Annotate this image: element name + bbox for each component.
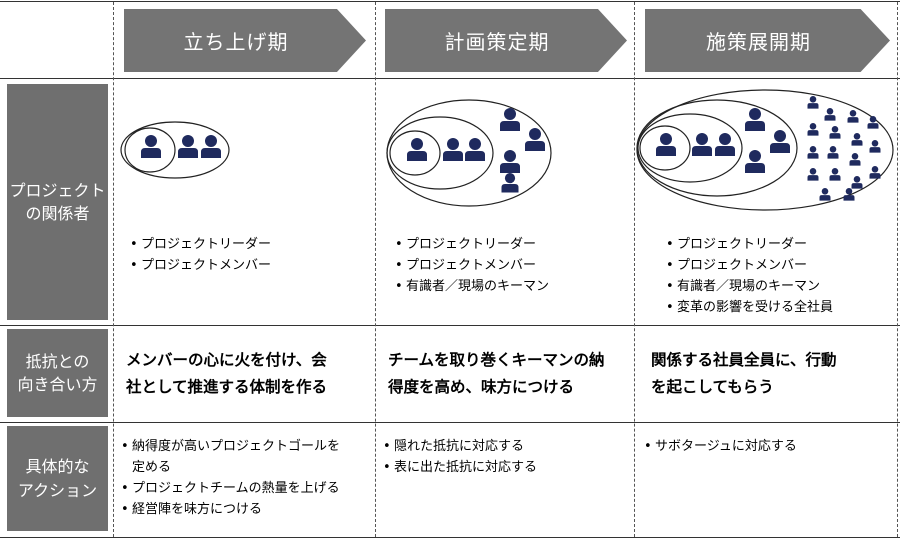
person-icon [745, 108, 765, 131]
list-item: プロジェクトメンバー [666, 255, 833, 276]
person-icon [869, 166, 881, 179]
list-item: 表に出た抵抗に対応する [383, 457, 537, 478]
row-divider-1 [0, 325, 900, 326]
person-icon [827, 146, 839, 159]
person-icon [178, 135, 198, 158]
row-label-resistance: 抵抗との 向き合い方 [7, 329, 108, 417]
column-divider-3 [897, 2, 898, 537]
person-icon [847, 110, 859, 123]
person-icon [869, 140, 881, 153]
person-icon [851, 133, 863, 146]
person-icon [715, 133, 735, 156]
person-icon [770, 130, 790, 153]
list-item: プロジェクトリーダー [666, 234, 833, 255]
person-icon [201, 135, 221, 158]
stakeholder-illustration-planning [386, 99, 552, 207]
phase-startup-label: 立ち上げ期 [183, 30, 289, 54]
phase-planning-label: 計画策定期 [444, 30, 550, 54]
person-icon [807, 146, 819, 159]
person-icon [829, 168, 841, 181]
person-icon [500, 150, 520, 173]
stakeholder-illustration-rollout [636, 89, 894, 211]
group-ellipse [636, 99, 798, 197]
person-icon [819, 188, 831, 201]
list-item: プロジェクトチームの熱量を上げる [121, 478, 373, 499]
list-item: プロジェクトメンバー [395, 255, 549, 276]
action-list-startup: 納得度が高いプロジェクトゴールを 定める プロジェクトチームの熱量を上げる 経営… [121, 436, 373, 520]
person-icon [141, 135, 161, 158]
resistance-text-rollout: 関係する社員全員に、行動 を起こしてもらう [651, 351, 837, 396]
group-ellipse [637, 113, 743, 183]
list-item: 隠れた抵抗に対応する [383, 436, 537, 457]
group-ellipse [120, 121, 230, 179]
group-ellipse [639, 125, 691, 171]
list-item: サボタージュに対応する [644, 436, 797, 457]
column-divider-0 [113, 2, 114, 537]
person-icon [807, 168, 819, 181]
column-divider-2 [634, 2, 635, 537]
stakeholder-list-rollout: プロジェクトリーダー プロジェクトメンバー 有識者／現場のキーマン 変革の影響を… [666, 234, 833, 318]
person-icon [824, 108, 836, 121]
person-icon [851, 176, 863, 189]
action-list-rollout: サボタージュに対応する [644, 436, 797, 457]
row-label-actions: 具体的な アクション [7, 426, 108, 531]
person-icon [843, 188, 855, 201]
bottom-border [0, 537, 900, 538]
group-ellipse [124, 127, 176, 173]
top-border [0, 1, 900, 2]
person-icon [807, 96, 819, 109]
list-item: プロジェクトリーダー [395, 234, 549, 255]
resistance-text-startup: メンバーの心に火を付け、会 社として推進する体制を作る [126, 351, 328, 396]
person-icon [656, 133, 676, 156]
person-icon [407, 138, 427, 161]
list-item: プロジェクトメンバー [130, 255, 271, 276]
column-divider-1 [375, 2, 376, 537]
person-icon [829, 126, 841, 139]
stakeholder-illustration-startup [120, 121, 230, 179]
row-divider-2 [0, 422, 900, 423]
group-ellipse [386, 116, 494, 190]
list-item: 経営陣を味方につける [121, 499, 373, 520]
stakeholder-list-startup: プロジェクトリーダー プロジェクトメンバー [130, 234, 271, 276]
person-icon [745, 150, 765, 173]
group-ellipse [389, 130, 441, 176]
person-icon [500, 108, 520, 131]
person-icon [465, 138, 485, 161]
person-icon [849, 153, 861, 166]
header-divider [0, 78, 900, 79]
person-icon [692, 133, 712, 156]
phase-planning: 計画策定期 [385, 9, 627, 72]
row-label-stakeholders: プロジェクト の関係者 [7, 84, 108, 320]
phase-rollout-label: 施策展開期 [706, 30, 811, 54]
person-icon [867, 116, 879, 129]
list-item: 有識者／現場のキーマン [666, 276, 833, 297]
list-item: 納得度が高いプロジェクトゴールを 定める [121, 436, 373, 478]
person-icon [525, 128, 545, 151]
phase-rollout: 施策展開期 [645, 9, 890, 72]
action-list-planning: 隠れた抵抗に対応する 表に出た抵抗に対応する [383, 436, 537, 478]
list-item: プロジェクトリーダー [130, 234, 271, 255]
person-icon [501, 173, 519, 193]
list-item: 有識者／現場のキーマン [395, 276, 549, 297]
person-icon [807, 123, 819, 136]
resistance-text-planning: チームを取り巻くキーマンの納 得度を高め、味方につける [388, 351, 605, 396]
list-item: 変革の影響を受ける全社員 [666, 297, 833, 318]
stakeholder-list-planning: プロジェクトリーダー プロジェクトメンバー 有識者／現場のキーマン [395, 234, 549, 297]
phase-startup: 立ち上げ期 [124, 9, 366, 72]
person-icon [443, 138, 463, 161]
